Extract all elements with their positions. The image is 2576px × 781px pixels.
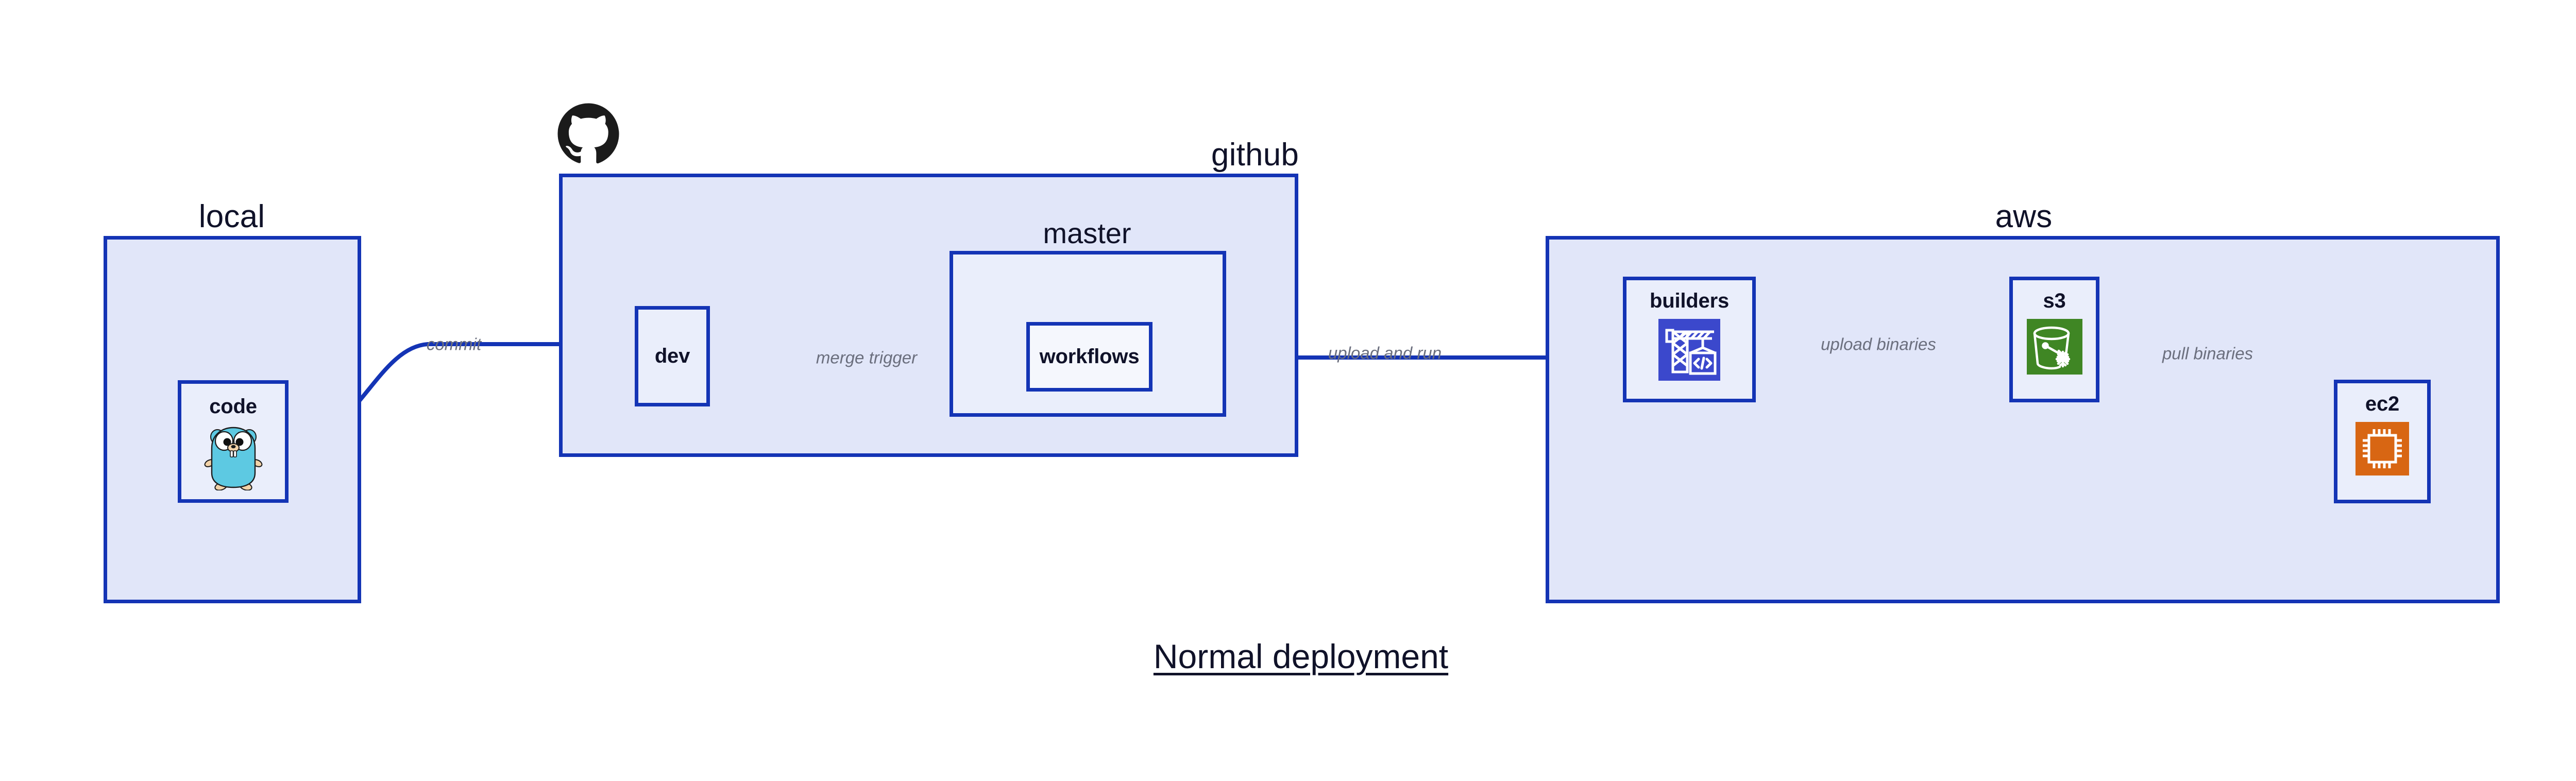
edge-label-merge-trigger: merge trigger — [816, 348, 918, 367]
github-octocat-icon — [556, 102, 620, 168]
diagram-title: Normal deployment — [1153, 637, 1449, 675]
group-label-local: local — [198, 199, 265, 234]
node-s3[interactable]: s3 — [2009, 277, 2099, 402]
go-gopher-icon — [204, 423, 263, 493]
edge-label-commit: commit — [426, 334, 482, 354]
node-label-code: code — [209, 395, 257, 418]
aws-codebuild-icon — [1658, 319, 1720, 383]
group-label-aws: aws — [1995, 199, 2053, 234]
aws-ec2-icon — [2355, 422, 2409, 478]
node-label-workflows: workflows — [1039, 345, 1140, 368]
node-label-ec2: ec2 — [2365, 393, 2400, 415]
node-label-dev: dev — [654, 345, 690, 367]
node-label-s3: s3 — [2043, 290, 2066, 312]
edge-label-pull-binaries: pull binaries — [2162, 344, 2253, 363]
node-workflows[interactable]: workflows — [1026, 322, 1153, 392]
edge-label-upload-and-run: upload and run — [1328, 343, 1442, 363]
node-label-builders: builders — [1650, 290, 1729, 312]
group-label-github: github — [1211, 137, 1299, 173]
node-code[interactable]: code — [178, 380, 289, 503]
node-ec2[interactable]: ec2 — [2334, 380, 2431, 503]
aws-s3-glacier-icon — [2026, 319, 2082, 377]
edge-label-upload-binaries: upload binaries — [1821, 334, 1936, 354]
subgroup-label-master: master — [1043, 217, 1131, 249]
node-builders[interactable]: builders — [1623, 277, 1756, 402]
node-dev[interactable]: dev — [635, 306, 710, 406]
